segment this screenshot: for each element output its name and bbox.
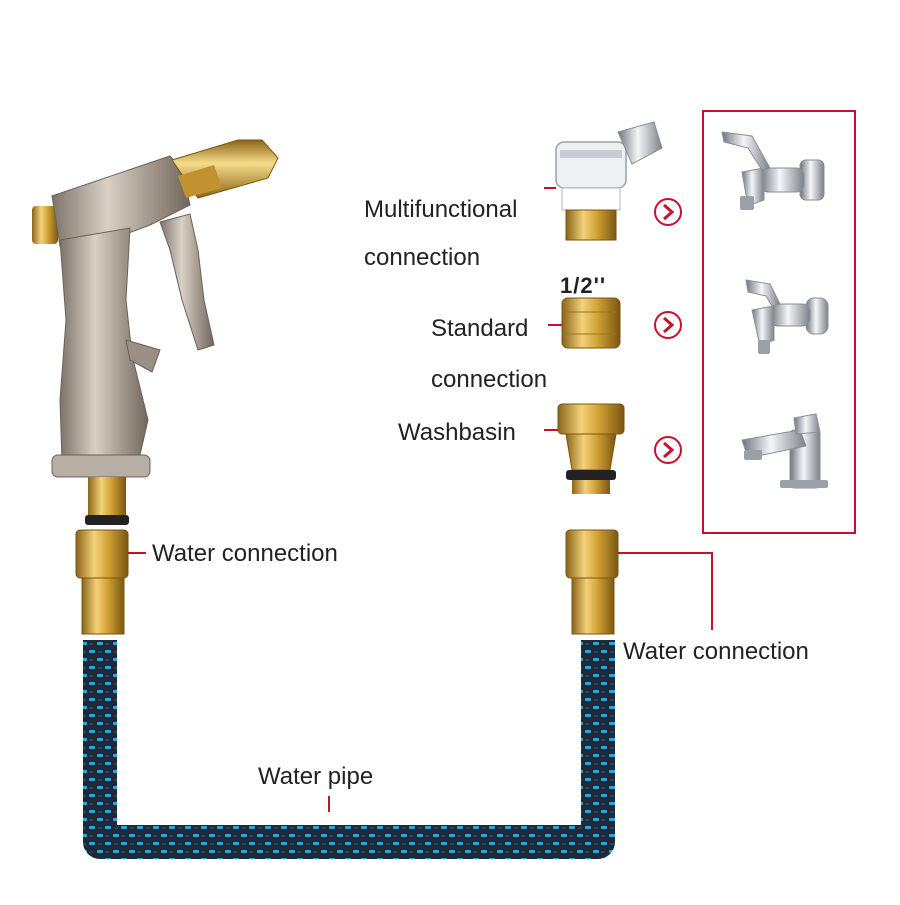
chevron-right-circle-icon [654, 198, 682, 226]
expandable-hose-icon [83, 640, 615, 859]
spray-gun-icon [32, 139, 279, 525]
water-pipe-label: Water pipe [258, 763, 374, 790]
quick-connector-icon [557, 403, 625, 494]
multifunctional-label-line2: connection [364, 244, 481, 271]
standard-label: Standard [431, 315, 529, 342]
washbasin-label: Washbasin [398, 419, 516, 446]
thread-size-label: 1/2'' [560, 273, 607, 298]
basin-mixer-icon [741, 413, 828, 489]
multifunctional-label: Multifunctional [364, 196, 518, 223]
water-connection-right-label: Water connection [623, 638, 809, 665]
faucet-adapter-icon [555, 121, 663, 241]
left-water-connector-icon [75, 529, 129, 635]
threaded-adapter-icon [561, 297, 621, 349]
standard-label-line2: connection [431, 366, 548, 393]
faucet-group-frame [702, 110, 856, 534]
chevron-right-circle-icon [654, 436, 682, 464]
water-connection-left-label: Water connection [152, 540, 338, 567]
right-water-connector-icon [565, 529, 619, 635]
leader-lines [128, 187, 713, 812]
wall-faucet-icon [721, 131, 825, 210]
garden-tap-icon [745, 279, 829, 354]
chevron-right-circle-icon [654, 311, 682, 339]
